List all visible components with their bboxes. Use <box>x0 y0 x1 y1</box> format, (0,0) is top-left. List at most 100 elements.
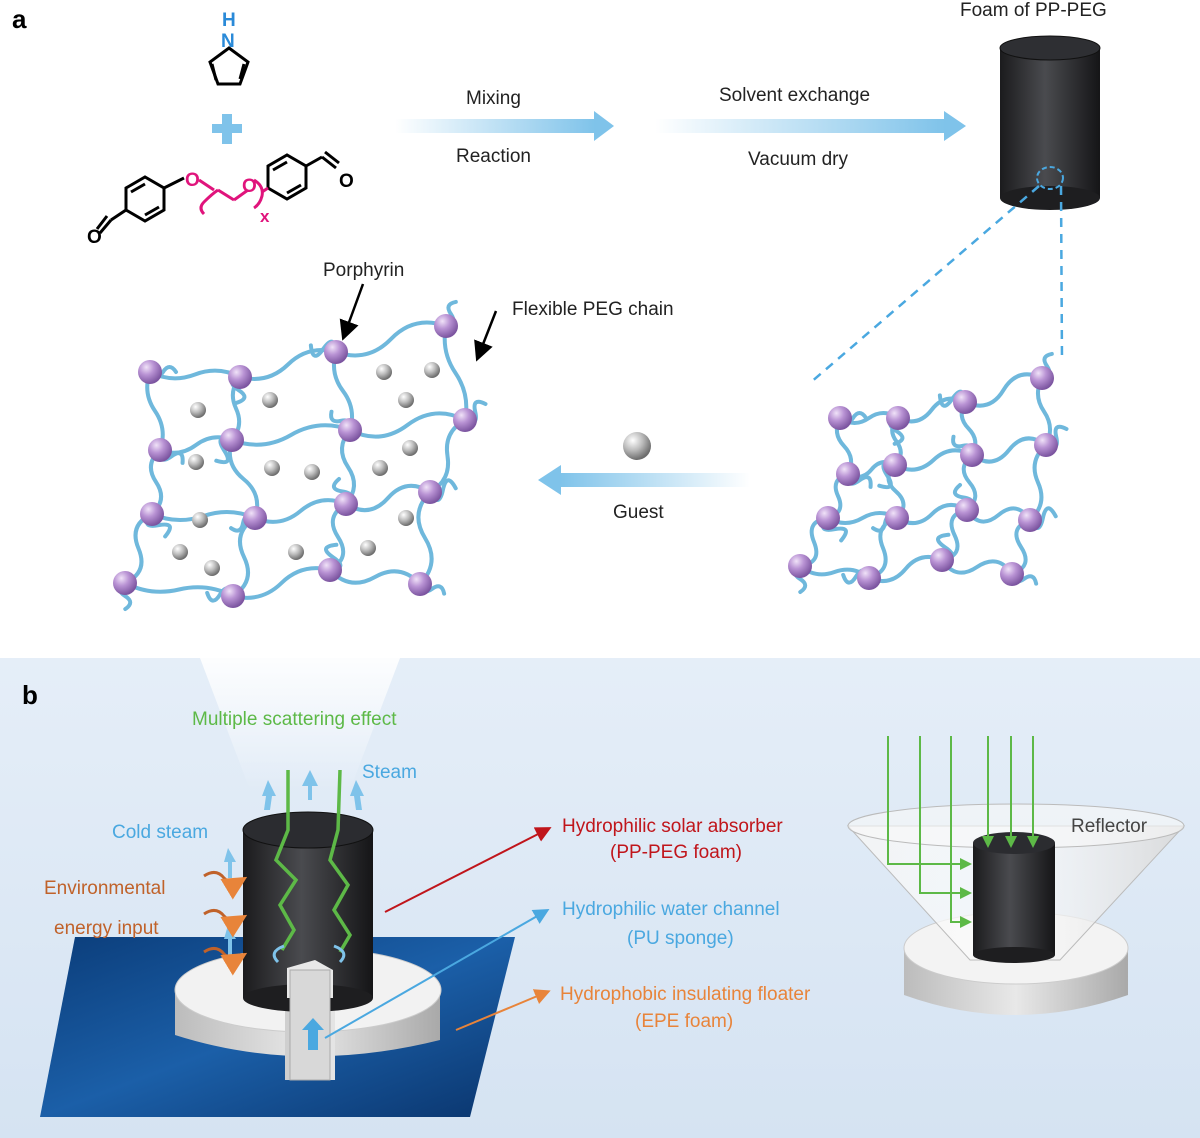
guest-molecule <box>424 362 440 378</box>
porphyrin-node <box>113 571 137 595</box>
peg-chain-segment <box>231 566 332 600</box>
porphyrin-node <box>334 492 358 516</box>
porphyrin-node <box>221 584 245 608</box>
peg-chain-segment <box>328 568 422 586</box>
step2-solvent-exchange-label: Solvent exchange <box>719 85 871 106</box>
peg-chain-segment <box>416 490 434 586</box>
peg-chain-segment <box>227 438 260 520</box>
porphyrin-node <box>885 506 909 530</box>
step1-mixing-label: Mixing <box>466 88 521 109</box>
peg-chain-segment <box>123 581 235 598</box>
guest-molecule <box>188 454 204 470</box>
peg-chain-segment <box>238 348 338 381</box>
guest-label: Guest <box>613 502 664 523</box>
peg-chain-segment <box>332 350 354 432</box>
guest-molecule <box>304 464 320 480</box>
ether-o-second: O <box>242 176 257 197</box>
light-beam <box>200 658 400 790</box>
floater-label-line2: (EPE foam) <box>635 1011 734 1032</box>
peg-chain-segment <box>893 448 974 472</box>
arrow-guest <box>538 465 750 495</box>
porphyrin-node <box>418 480 442 504</box>
step2-vacuum-dry-label: Vacuum dry <box>748 149 848 170</box>
porphyrin-node <box>1034 433 1058 457</box>
porphyrin-node <box>324 340 348 364</box>
channel-pointer <box>324 909 550 1039</box>
peg-chain-segment <box>344 483 432 513</box>
porphyrin-node <box>816 506 840 530</box>
panel-b-letter: b <box>22 680 38 710</box>
peg-chain-structure <box>198 178 269 216</box>
aldehyde-o-right: O <box>339 171 354 192</box>
aldehyde-o-left: O <box>87 227 102 248</box>
peg-dialdehyde-structure <box>95 150 340 234</box>
porphyrin-node <box>1018 508 1042 532</box>
porphyrin-node <box>148 438 172 462</box>
peg-chain-label: Flexible PEG chain <box>512 299 674 320</box>
reflector-light-rays <box>887 736 1039 928</box>
zoom-dashed-lines <box>809 185 1064 384</box>
porphyrin-node <box>453 408 477 432</box>
channel-label-line2: (PU sponge) <box>627 928 734 949</box>
porphyrin-label: Porphyrin <box>323 260 405 281</box>
porphyrin-node <box>338 418 362 442</box>
porphyrin-node <box>243 506 267 530</box>
environmental-energy-arrows <box>203 871 248 976</box>
cold-steam-label: Cold steam <box>112 822 209 843</box>
absorber-label-line2: (PP-PEG foam) <box>610 842 742 863</box>
guest-molecule <box>204 560 220 576</box>
foam-title: Foam of PP-PEG <box>960 0 1107 21</box>
porphyrin-node <box>220 428 244 452</box>
peg-chain-segment <box>428 418 467 494</box>
arrow-solvent-exchange <box>655 111 966 141</box>
peg-pointer-arrow <box>474 310 498 362</box>
porphyrin-node <box>318 558 342 582</box>
repeat-unit-x: x <box>260 207 270 226</box>
porphyrin-node <box>857 566 881 590</box>
environmental-label-line2: energy input <box>54 918 159 939</box>
guest-molecule <box>288 544 304 560</box>
small-absorber-cylinder <box>973 832 1055 963</box>
absorber-label-line1: Hydrophilic solar absorber <box>562 816 783 837</box>
porphyrin-node <box>883 453 907 477</box>
porphyrin-node <box>886 406 910 430</box>
guest-molecule <box>190 402 206 418</box>
guest-sphere-icon <box>623 432 651 460</box>
porphyrin-node <box>960 443 984 467</box>
porphyrin-node <box>930 548 954 572</box>
porphyrin-node <box>408 572 432 596</box>
porphyrin-node <box>140 502 164 526</box>
porphyrin-node <box>828 406 852 430</box>
porphyrin-node <box>138 360 162 384</box>
porphyrin-pointer-arrow <box>339 283 365 341</box>
absorber-pointer <box>384 827 552 913</box>
peg-chain-segment <box>867 555 944 583</box>
guest-molecule <box>192 512 208 528</box>
guest-molecule <box>372 460 388 476</box>
peg-chain-segment <box>148 368 242 381</box>
pp-peg-foam-cylinder <box>999 35 1101 210</box>
ether-o-first: O <box>185 170 200 191</box>
peg-chain-segment <box>231 516 257 598</box>
scattering-light-paths <box>273 769 353 953</box>
channel-label-line1: Hydrophilic water channel <box>562 899 780 920</box>
peg-chain-segment <box>145 370 165 452</box>
cold-steam-curl-arrows <box>272 944 346 964</box>
peg-chain-segment <box>940 558 1014 576</box>
scattering-label: Multiple scattering effect <box>192 709 397 730</box>
peg-chain-segment <box>123 512 154 585</box>
porphyrin-node <box>788 554 812 578</box>
guest-molecule <box>398 510 414 526</box>
peg-chain-segment <box>340 428 356 506</box>
peg-chain-segment <box>230 423 352 447</box>
peg-chain-segment <box>963 372 1044 408</box>
arrow-mixing <box>395 111 614 141</box>
porphyrin-node <box>434 314 458 338</box>
porphyrin-node <box>836 462 860 486</box>
plus-icon <box>212 114 242 144</box>
guest-molecule <box>264 460 280 476</box>
pyrrole-h-atom: H <box>222 10 236 31</box>
guest-molecule <box>360 540 376 556</box>
porphyrin-node <box>228 365 252 389</box>
